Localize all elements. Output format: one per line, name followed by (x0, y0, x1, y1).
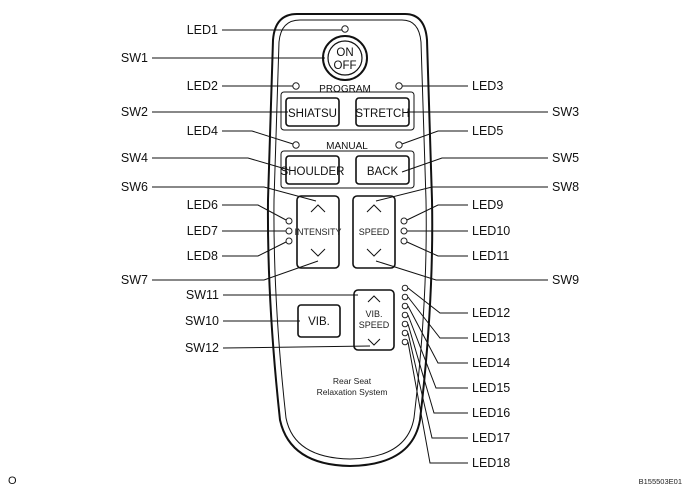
vib-button-label: VIB. (308, 316, 330, 328)
label-sw12: SW12 (185, 341, 219, 355)
label-led8: LED8 (187, 249, 218, 263)
vib-speed-label-1: VIB. (365, 309, 382, 319)
label-led13: LED13 (472, 331, 510, 345)
label-led14: LED14 (472, 356, 510, 370)
off-label: OFF (334, 60, 357, 72)
label-sw6: SW6 (121, 180, 148, 194)
vib-speed-down-icon[interactable] (367, 338, 381, 346)
intensity-label: INTENSITY (294, 227, 341, 237)
led15-indicator (401, 311, 409, 319)
label-led4: LED4 (187, 124, 218, 138)
speed-up-icon[interactable] (366, 204, 382, 213)
label-led6: LED6 (187, 198, 218, 212)
led11-indicator (400, 237, 408, 245)
remote-body-outer (266, 13, 434, 468)
program-label: PROGRAM (319, 84, 371, 95)
led18-indicator (401, 338, 409, 346)
left-labels: LED1 SW1 LED2 SW2 LED4 SW4 SW6 LED6 LED7… (121, 23, 219, 355)
label-led7: LED7 (187, 224, 218, 238)
shiatsu-button-label: SHIATSU (288, 108, 337, 120)
led4-indicator (292, 141, 300, 149)
vib-speed-label-2: SPEED (359, 320, 390, 330)
led14-indicator (401, 302, 409, 310)
label-sw2: SW2 (121, 105, 148, 119)
vib-speed-up-icon[interactable] (367, 295, 381, 303)
label-led18: LED18 (472, 456, 510, 470)
on-off-button[interactable] (327, 40, 363, 76)
label-sw10: SW10 (185, 314, 219, 328)
led5-indicator (395, 141, 403, 149)
brand-line-2: Relaxation System (317, 387, 388, 397)
label-led3: LED3 (472, 79, 503, 93)
label-sw11: SW11 (186, 288, 219, 302)
corner-mark: O (8, 475, 17, 487)
led17-indicator (401, 329, 409, 337)
led16-indicator (401, 320, 409, 328)
label-sw4: SW4 (121, 151, 148, 165)
led3-indicator (395, 82, 403, 90)
label-led5: LED5 (472, 124, 503, 138)
manual-label: MANUAL (326, 141, 368, 152)
label-led11: LED11 (472, 249, 509, 263)
label-sw3: SW3 (552, 105, 579, 119)
on-label: ON (336, 47, 353, 59)
led9-indicator (400, 217, 408, 225)
right-labels: LED3 SW3 LED5 SW5 SW8 LED9 LED10 LED11 S… (472, 79, 579, 470)
led6-indicator (285, 217, 293, 225)
back-button-label: BACK (367, 166, 399, 178)
label-led15: LED15 (472, 381, 510, 395)
program-panel (280, 91, 415, 131)
vib-speed-rocker[interactable] (353, 289, 395, 351)
speed-down-icon[interactable] (366, 248, 382, 257)
label-sw1: SW1 (121, 51, 148, 65)
led8-indicator (285, 237, 293, 245)
label-led12: LED12 (472, 306, 510, 320)
label-sw5: SW5 (552, 151, 579, 165)
led10-indicator (400, 227, 408, 235)
led7-indicator (285, 227, 293, 235)
shoulder-button[interactable] (285, 155, 340, 185)
led1-indicator (341, 25, 349, 33)
intensity-up-icon[interactable] (310, 204, 326, 213)
brand-line-1: Rear Seat (333, 376, 372, 386)
label-led17: LED17 (472, 431, 510, 445)
led13-indicator (401, 293, 409, 301)
label-led10: LED10 (472, 224, 510, 238)
speed-rocker[interactable] (352, 195, 396, 269)
label-led1: LED1 (187, 23, 218, 37)
speed-label: SPEED (359, 227, 390, 237)
label-led9: LED9 (472, 198, 503, 212)
remote-body-inner (273, 19, 427, 460)
leader-lines (152, 29, 548, 464)
intensity-rocker[interactable] (296, 195, 340, 269)
label-led2: LED2 (187, 79, 218, 93)
shoulder-button-label: SHOULDER (281, 166, 345, 178)
intensity-down-icon[interactable] (310, 248, 326, 257)
label-sw7: SW7 (121, 273, 148, 287)
figure-id: B155503E01 (639, 477, 682, 486)
stretch-button-label: STRETCH (355, 108, 409, 120)
label-sw8: SW8 (552, 180, 579, 194)
led2-indicator (292, 82, 300, 90)
manual-panel (280, 150, 415, 189)
led12-indicator (401, 284, 409, 292)
label-sw9: SW9 (552, 273, 579, 287)
label-led16: LED16 (472, 406, 510, 420)
